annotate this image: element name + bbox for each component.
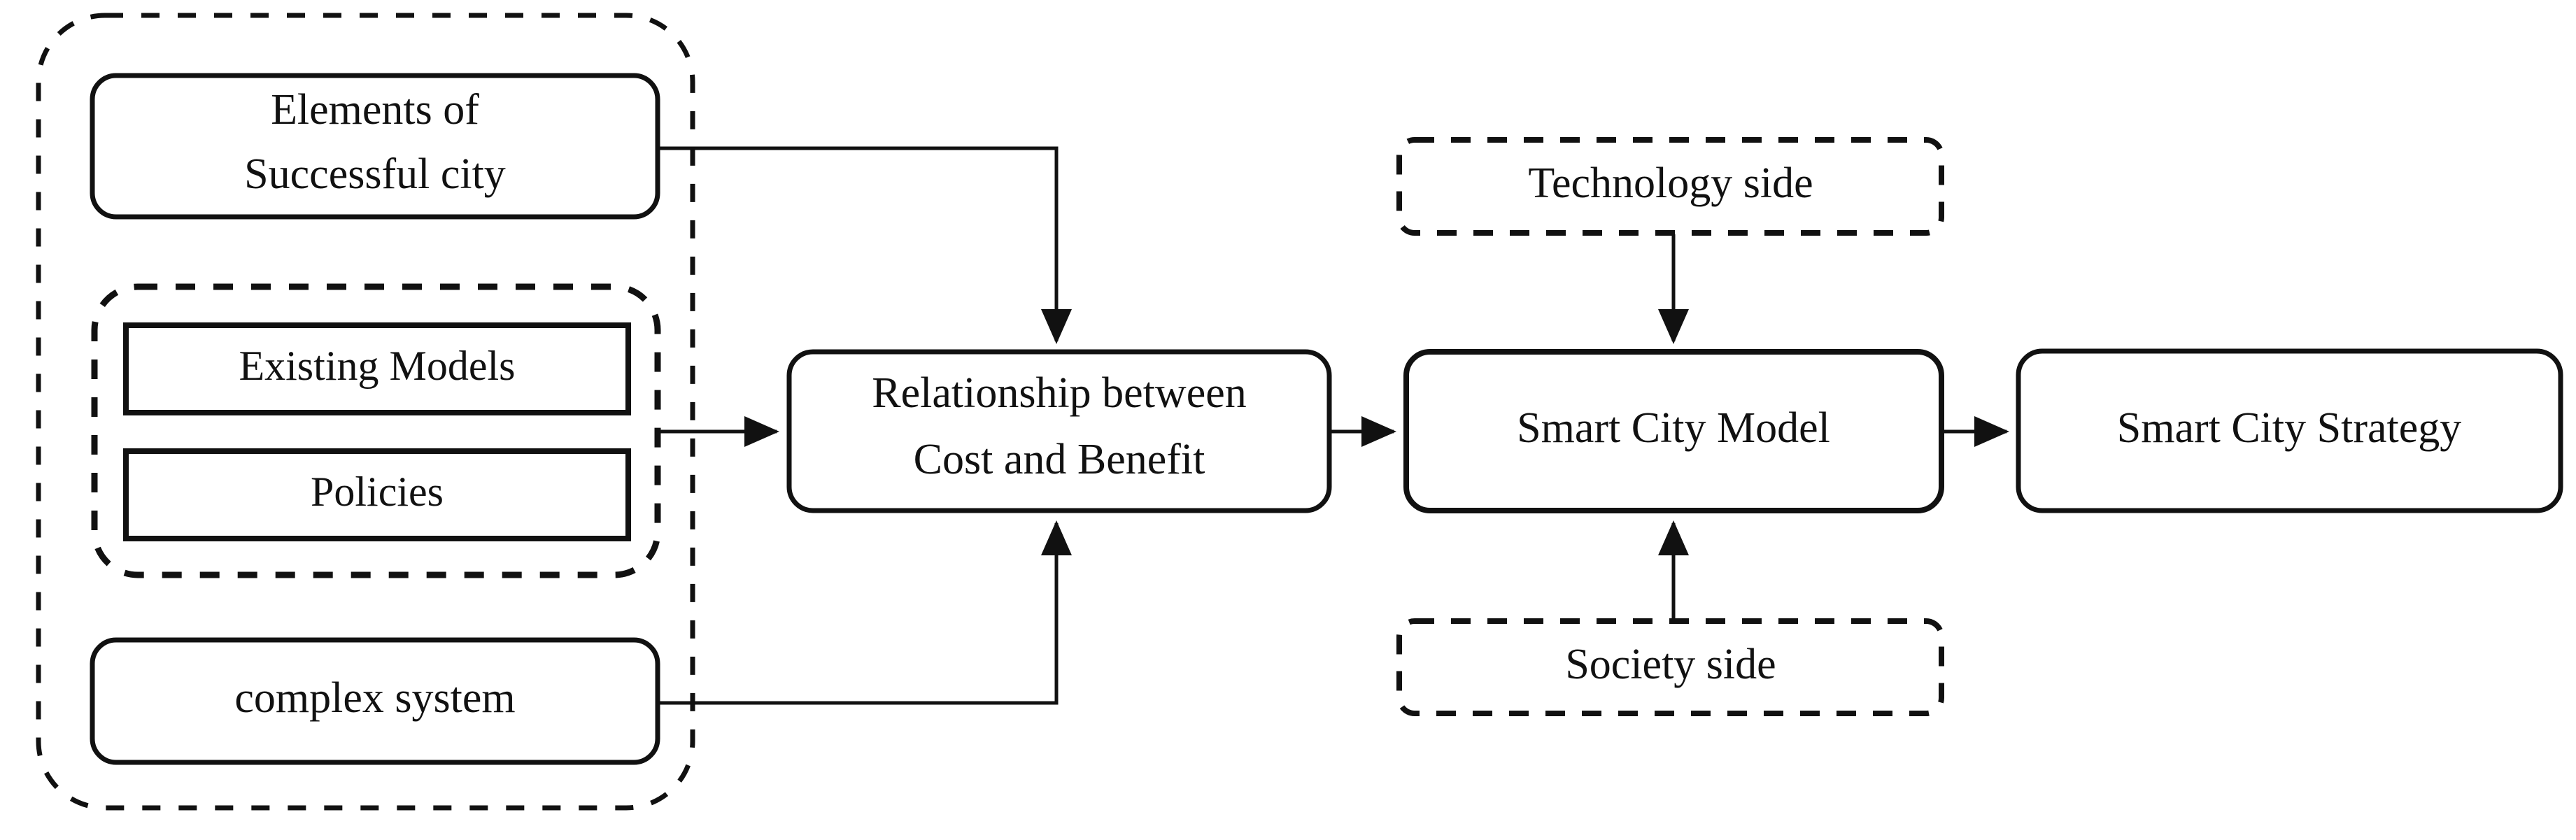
existing-models-box[interactable]: Existing Models bbox=[123, 322, 631, 415]
policies-box-label: Policies bbox=[311, 469, 444, 515]
elements-box-label-line2: Successful city bbox=[244, 150, 506, 198]
smart-city-strategy-box-outline bbox=[2016, 348, 2563, 513]
technology-side-box-outline bbox=[1396, 137, 1944, 236]
smart-city-model-box-outline bbox=[1403, 349, 1944, 513]
smart-city-model-box-label: Smart City Model bbox=[1517, 404, 1830, 452]
smart-city-strategy-box-label: Smart City Strategy bbox=[2117, 404, 2462, 452]
existing-models-box-label: Existing Models bbox=[239, 343, 515, 389]
edge-complex-system-to-relationship bbox=[656, 520, 1072, 705]
relationship-cost-benefit-box[interactable]: Relationship between Cost and Benefit bbox=[786, 349, 1332, 513]
relationship-box-label-line1: Relationship between bbox=[872, 369, 1246, 417]
elements-of-successful-city-box[interactable]: Elements of Successful city bbox=[90, 73, 660, 220]
technology-side-box-label: Technology side bbox=[1528, 159, 1813, 207]
policies-box[interactable]: Policies bbox=[123, 448, 631, 541]
elements-box-outline bbox=[90, 73, 660, 220]
relationship-box-outline bbox=[786, 349, 1332, 513]
technology-side-box[interactable]: Technology side bbox=[1396, 137, 1944, 236]
complex-system-box-label: complex system bbox=[234, 674, 515, 722]
society-side-box-outline bbox=[1396, 618, 1944, 716]
smart-city-model-box[interactable]: Smart City Model bbox=[1403, 349, 1944, 513]
existing-models-box-outline bbox=[123, 322, 631, 415]
complex-system-box[interactable]: complex system bbox=[90, 637, 660, 765]
policies-box-outline bbox=[123, 448, 631, 541]
society-side-box[interactable]: Society side bbox=[1396, 618, 1944, 716]
inner-dashed-group bbox=[91, 283, 661, 578]
society-side-box-label: Society side bbox=[1565, 641, 1776, 688]
relationship-box-label-line2: Cost and Benefit bbox=[914, 436, 1205, 483]
elements-box-label-line1: Elements of bbox=[271, 86, 479, 134]
smart-city-strategy-box[interactable]: Smart City Strategy bbox=[2016, 348, 2563, 513]
edge-elements-to-relationship bbox=[656, 146, 1072, 345]
outer-dashed-group bbox=[36, 13, 695, 811]
